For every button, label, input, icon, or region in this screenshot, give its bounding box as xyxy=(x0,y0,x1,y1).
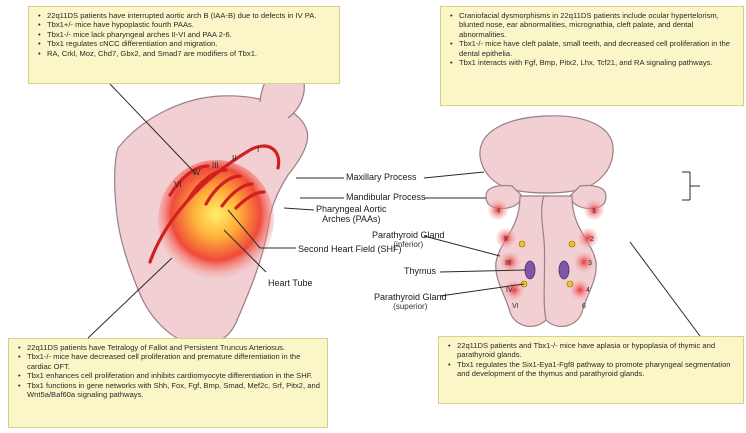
embryo-numeral-iii: III xyxy=(212,161,219,170)
note-item: Tbx1+/- mice have hypoplastic fourth PAA… xyxy=(47,20,333,29)
thymus-left xyxy=(525,261,535,279)
parathyroid-inferior-left xyxy=(519,241,525,247)
pharynx-ventral-view xyxy=(480,116,613,327)
pharynx-numeral-iii: III xyxy=(505,260,511,267)
embryo-numeral-vi: VI xyxy=(174,180,182,189)
note-item: 22q11DS patients and Tbx1-/- mice have a… xyxy=(457,341,737,360)
note-box-thymus-parathyroid: 22q11DS patients and Tbx1-/- mice have a… xyxy=(438,336,744,404)
pharynx-number-1: 1 xyxy=(592,208,596,215)
note-box-heart: 22q11DS patients have Tetralogy of Fallo… xyxy=(8,338,328,428)
label-second-heart-field: Second Heart Field (SHF) xyxy=(298,244,402,254)
label-parathyroid-inferior-line1: Parathyroid Gland xyxy=(372,230,445,240)
note-item: Tbx1 regulates cNCC differentiation and … xyxy=(47,39,333,48)
label-parathyroid-superior: Parathyroid Gland (superior) xyxy=(374,292,447,312)
pharynx-numeral-ii: II xyxy=(504,236,508,243)
pharynx-numeral-i: I xyxy=(498,208,500,215)
note-item: Craniofacial dysmorphisms in 22q11DS pat… xyxy=(459,11,737,39)
embryo-numeral-ii: II xyxy=(232,154,236,163)
pharynx-number-3: 3 xyxy=(588,260,592,267)
note-box-aortic-arch: 22q11DS patients have interrupted aortic… xyxy=(28,6,340,84)
pharynx-number-4: 4 xyxy=(586,287,590,294)
parathyroid-inferior-right xyxy=(569,241,575,247)
label-mandibular-process: Mandibular Process xyxy=(346,192,426,202)
pharynx-number-6: 6 xyxy=(582,303,586,310)
note-item: 22q11DS patients have interrupted aortic… xyxy=(47,11,333,20)
pharynx-numeral-iv: IV xyxy=(506,287,513,294)
label-pharyngeal-aortic-arches: Pharyngeal Aortic Arches (PAAs) xyxy=(316,204,387,224)
label-parathyroid-superior-line2: (superior) xyxy=(374,302,447,312)
note-list-craniofacial: Craniofacial dysmorphisms in 22q11DS pat… xyxy=(449,11,737,67)
label-thymus: Thymus xyxy=(404,266,436,276)
embryo-lateral-view: VI IV III II I xyxy=(115,66,308,346)
embryo-numeral-i: I xyxy=(257,145,259,154)
pharynx-numeral-vi: VI xyxy=(512,303,519,310)
note-list-aortic-arch: 22q11DS patients have interrupted aortic… xyxy=(37,11,333,58)
label-parathyroid-superior-line1: Parathyroid Gland xyxy=(374,292,447,302)
note-item: Tbx1 functions in gene networks with Shh… xyxy=(27,381,321,400)
thymus-right xyxy=(559,261,569,279)
note-item: 22q11DS patients have Tetralogy of Fallo… xyxy=(27,343,321,352)
parathyroid-superior-right xyxy=(567,281,573,287)
note-box-craniofacial: Craniofacial dysmorphisms in 22q11DS pat… xyxy=(440,6,744,106)
note-item: RA, Crkl, Moz, Chd7, Gbx2, and Smad7 are… xyxy=(47,49,333,58)
note-item: Tbx1 enhances cell proliferation and inh… xyxy=(27,371,321,380)
label-heart-tube: Heart Tube xyxy=(268,278,313,288)
label-maxillary-process: Maxillary Process xyxy=(346,172,417,182)
note-item: Tbx1 regulates the Six1-Eya1-Fgf8 pathwa… xyxy=(457,360,737,379)
pharynx-number-2: 2 xyxy=(590,236,594,243)
note-item: Tbx1-/- mice lack pharyngeal arches II-V… xyxy=(47,30,333,39)
label-paa-line1: Pharyngeal Aortic xyxy=(316,204,387,214)
label-paa-line2: Arches (PAAs) xyxy=(316,214,387,224)
note-item: Tbx1 interacts with Fgf, Bmp, Pitx2, Lhx… xyxy=(459,58,737,67)
note-item: Tbx1-/- mice have decreased cell prolife… xyxy=(27,352,321,371)
note-item: Tbx1-/- mice have cleft palate, small te… xyxy=(459,39,737,58)
note-list-thymus-parathyroid: 22q11DS patients and Tbx1-/- mice have a… xyxy=(447,341,737,379)
note-list-heart: 22q11DS patients have Tetralogy of Fallo… xyxy=(17,343,321,399)
